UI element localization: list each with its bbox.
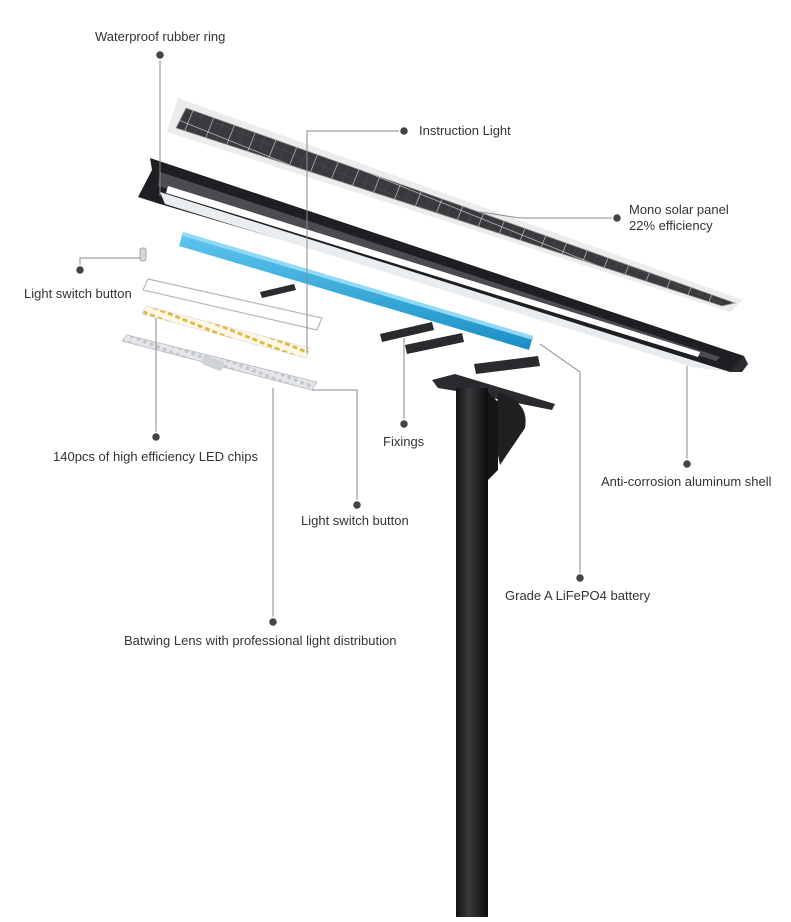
waterproof-ring: [142, 278, 323, 331]
dot-solar: [611, 212, 623, 224]
dot-waterproof: [154, 49, 166, 61]
dot-instruction: [398, 125, 410, 137]
callout-lines: [79, 55, 688, 622]
dot-led: [150, 431, 162, 443]
label-fixings: Fixings: [383, 434, 425, 449]
dot-switch-bottom: [351, 499, 363, 511]
pole: [432, 374, 555, 917]
led-board: [141, 305, 311, 359]
label-solar-panel-line2: 22% efficiency: [629, 218, 713, 233]
label-light-switch-bottom: Light switch button: [301, 513, 409, 528]
dot-lens: [267, 616, 279, 628]
battery-pack: [179, 232, 533, 350]
callout-dots: [74, 49, 693, 628]
label-instruction-light: Instruction Light: [419, 123, 511, 138]
dot-fixings: [398, 418, 410, 430]
dot-shell: [681, 458, 693, 470]
label-aluminum-shell: Anti-corrosion aluminum shell: [601, 474, 772, 489]
fixings: [260, 284, 540, 374]
light-switch-top: [139, 247, 147, 262]
label-light-switch-top: Light switch button: [24, 286, 132, 301]
label-solar-panel-line1: Mono solar panel: [629, 202, 729, 217]
aluminum-housing: [138, 158, 748, 372]
label-solar-panel: Mono solar panel 22% efficiency: [629, 202, 729, 234]
label-waterproof-ring: Waterproof rubber ring: [95, 29, 226, 44]
label-battery: Grade A LiFePO4 battery: [505, 588, 651, 603]
label-led-chips: 140pcs of high efficiency LED chips: [53, 449, 258, 464]
solar-panel: [167, 98, 743, 312]
dot-switch-top: [74, 264, 86, 276]
label-lens: Batwing Lens with professional light dis…: [124, 633, 397, 648]
dot-battery: [574, 572, 586, 584]
